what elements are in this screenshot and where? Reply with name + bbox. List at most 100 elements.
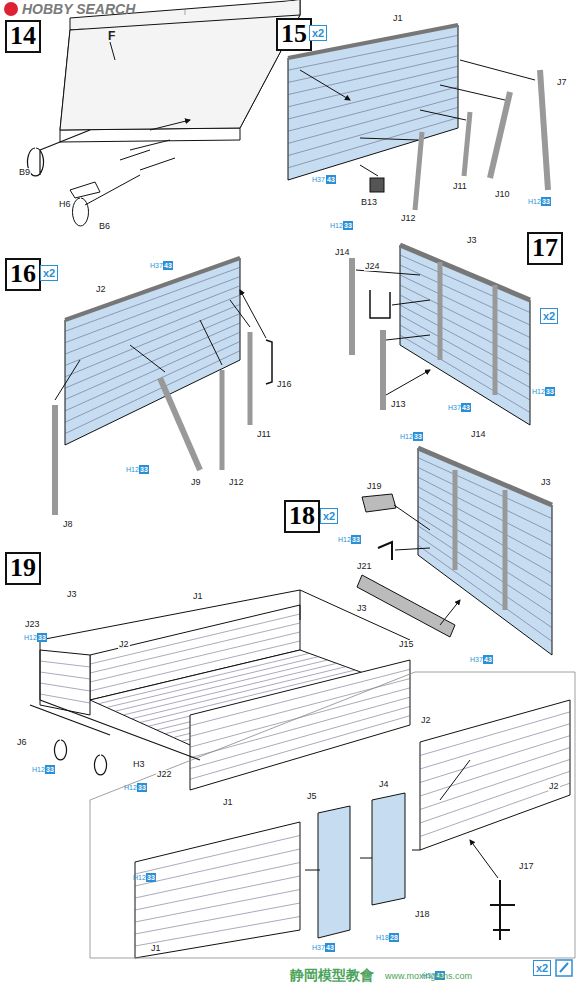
part-number: J9	[190, 478, 202, 487]
quantity-badge: x2	[40, 265, 58, 281]
part-number: J19	[366, 482, 383, 491]
paint-code: H12	[528, 198, 541, 205]
part-number: J13	[390, 400, 407, 409]
quantity-text: x2	[43, 266, 55, 280]
paint-code: H37	[150, 262, 163, 269]
paint-number: 33	[541, 197, 551, 206]
paint-code: H12	[400, 433, 413, 440]
paint-code: H12	[24, 634, 37, 641]
part-number: H6	[58, 200, 72, 209]
part-number: J17	[518, 862, 535, 871]
part-number: J1	[392, 14, 404, 23]
paint-code: H18	[376, 934, 389, 941]
part-number: J1	[150, 944, 162, 953]
part-number: J4	[378, 780, 390, 789]
part-number: J3	[66, 590, 78, 599]
part-number: J2	[118, 640, 130, 649]
paint-number: 43	[325, 943, 335, 952]
paint-code: H12	[124, 784, 137, 791]
part-number: J14	[334, 248, 351, 257]
step-number: 17	[532, 234, 558, 263]
paint-number: 43	[483, 655, 493, 664]
quantity-text: x2	[536, 961, 548, 975]
watermark: 静岡模型教會	[290, 968, 374, 982]
part-number: B9	[18, 168, 31, 177]
part-number: J2	[95, 285, 107, 294]
part-number: H3	[132, 760, 146, 769]
paint-number: 43	[163, 261, 173, 270]
paint-code: H12	[32, 766, 45, 773]
view-letter: F	[108, 30, 115, 42]
paint-code: H12	[338, 536, 351, 543]
part-number: J3	[540, 478, 552, 487]
step-number-box: 18	[284, 500, 320, 533]
part-number: J3	[356, 604, 368, 613]
part-number: J6	[16, 738, 28, 747]
quantity-badge: x2	[320, 508, 338, 524]
part-number: B13	[360, 198, 378, 207]
paint-number: 33	[413, 432, 423, 441]
quantity-badge: x2	[533, 960, 551, 976]
step-number-box: 16	[5, 258, 41, 291]
paint-number: 33	[37, 633, 47, 642]
step-number-box: 14	[5, 20, 41, 53]
step-number: 19	[10, 554, 36, 583]
paint-number: 33	[351, 535, 361, 544]
quantity-text: x2	[312, 26, 324, 40]
step-number-box: 15	[276, 18, 312, 51]
part-number: J23	[24, 620, 41, 629]
paint-number: 43	[326, 175, 336, 184]
quantity-badge: x2	[309, 25, 327, 41]
part-number: J21	[356, 562, 373, 571]
step-number-box: 19	[5, 552, 41, 585]
quantity-text: x2	[323, 509, 335, 523]
part-number: J5	[306, 792, 318, 801]
watermark: HOBBY SEARCH	[22, 2, 135, 16]
part-number: J11	[256, 430, 272, 439]
part-number: J14	[470, 430, 487, 439]
paint-number: 43	[461, 403, 471, 412]
paint-number: 33	[146, 873, 156, 882]
quantity-badge: x2	[540, 308, 558, 324]
paint-code: H37	[470, 656, 483, 663]
part-number: J8	[62, 520, 74, 529]
paint-code: H12	[126, 466, 139, 473]
step-number: 16	[10, 260, 36, 289]
step-number: 14	[10, 22, 36, 51]
paint-code: H12	[532, 388, 545, 395]
part-number: J15	[398, 640, 415, 649]
paint-code: H12	[330, 222, 343, 229]
watermark: www.moxingfans.com	[385, 972, 472, 981]
paint-code: H37	[312, 176, 325, 183]
part-number: J12	[400, 214, 417, 223]
part-number: J22	[156, 770, 173, 779]
part-number: B6	[98, 222, 111, 231]
paint-number: 33	[139, 465, 149, 474]
part-number: J7	[556, 78, 568, 87]
part-number: J2	[420, 716, 432, 725]
part-number: J3	[466, 236, 478, 245]
paint-number: 33	[45, 765, 55, 774]
part-number: J10	[494, 190, 511, 199]
part-number: J11	[452, 182, 468, 191]
part-number: J2	[548, 782, 560, 791]
paint-number: 33	[343, 221, 353, 230]
paint-code: H37	[312, 944, 325, 951]
quantity-text: x2	[543, 309, 555, 323]
paint-code: H12	[133, 874, 146, 881]
step-number: 15	[281, 20, 307, 49]
part-number: J18	[414, 910, 431, 919]
part-number: J24	[364, 262, 381, 271]
step-number: 18	[289, 502, 315, 531]
paint-code: H37	[448, 404, 461, 411]
paint-number: 33	[545, 387, 555, 396]
part-number: J16	[276, 380, 293, 389]
part-number: J12	[228, 478, 245, 487]
paint-number: 28	[389, 933, 399, 942]
paint-number: 33	[137, 783, 147, 792]
step-number-box: 17	[527, 232, 563, 265]
part-number: J1	[222, 798, 234, 807]
part-number: J1	[192, 592, 204, 601]
